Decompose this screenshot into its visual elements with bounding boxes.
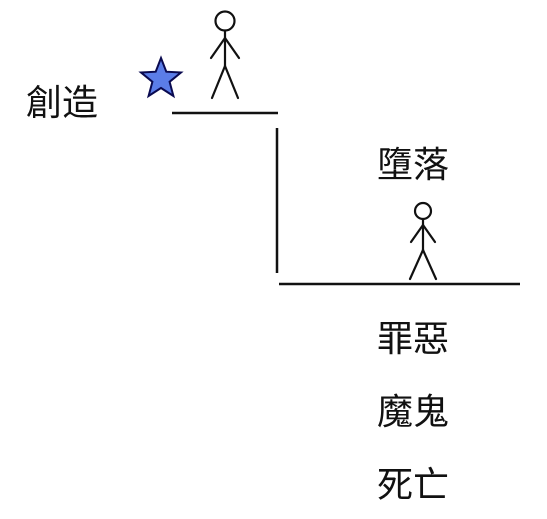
star-icon xyxy=(138,55,184,99)
upper-stick-figure-icon xyxy=(209,10,241,100)
label-death: 死亡 xyxy=(377,465,450,506)
label-creation: 創造 xyxy=(26,83,99,124)
label-fall: 墮落 xyxy=(377,145,450,186)
label-devil: 魔鬼 xyxy=(377,392,450,433)
lower-stick-figure-icon xyxy=(408,201,438,281)
label-sin: 罪惡 xyxy=(377,319,450,360)
